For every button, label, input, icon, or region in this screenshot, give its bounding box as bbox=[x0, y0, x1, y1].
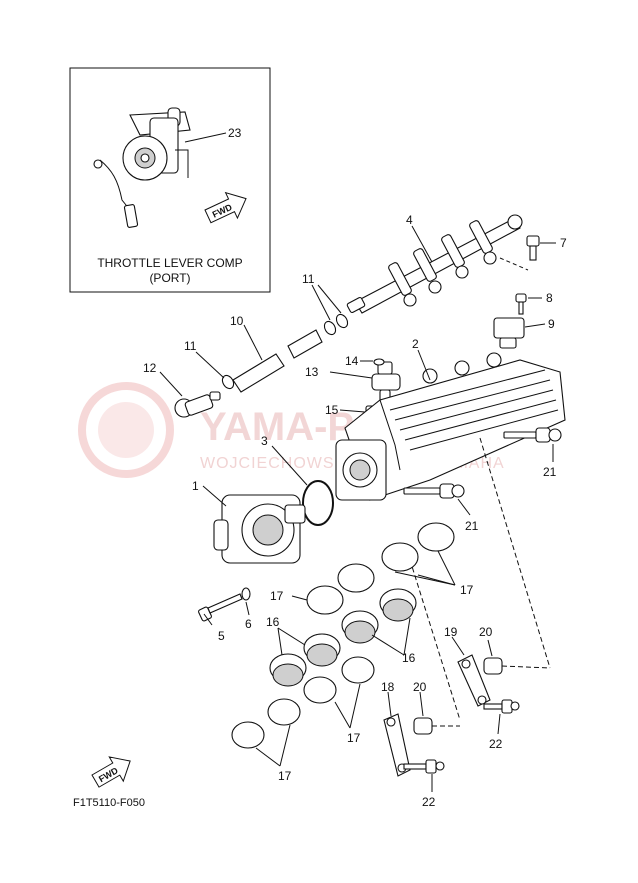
clamp-11a-part bbox=[323, 313, 349, 336]
sensor-9-part bbox=[493, 317, 525, 349]
callout-8: 8 bbox=[546, 291, 553, 305]
bolt-8-part bbox=[515, 293, 527, 315]
callout-15: 15 bbox=[325, 403, 339, 417]
callout-17a: 17 bbox=[460, 583, 474, 597]
callout-19: 19 bbox=[444, 625, 458, 639]
bolt-21b-part bbox=[403, 483, 465, 499]
callout-16a: 16 bbox=[266, 615, 280, 629]
callout-17c: 17 bbox=[347, 731, 361, 745]
callout-5: 5 bbox=[218, 629, 225, 643]
clamp-11b-part bbox=[221, 374, 235, 390]
leader-6 bbox=[245, 601, 250, 616]
drawing-code: F1T5110-F050 bbox=[73, 797, 145, 809]
inset-throttle-lever: 23 FWD THROTTLE LEVER COMP (PORT) bbox=[69, 67, 271, 293]
boots-16-group bbox=[269, 588, 417, 687]
leader-17b bbox=[291, 595, 308, 601]
callout-21a: 21 bbox=[543, 465, 557, 479]
leader-17d-b bbox=[279, 724, 291, 767]
leader-16b bbox=[371, 634, 405, 656]
gasket-3-part bbox=[302, 480, 334, 526]
oring-14-part bbox=[373, 358, 385, 366]
leader-10 bbox=[243, 324, 263, 361]
leader-16a bbox=[277, 627, 306, 646]
leader-23 bbox=[184, 132, 227, 143]
callout-11b: 11 bbox=[184, 339, 197, 353]
callout-17d: 17 bbox=[278, 769, 292, 783]
callout-14: 14 bbox=[345, 354, 359, 368]
callout-13: 13 bbox=[305, 365, 319, 379]
watermark-logo-icon bbox=[78, 382, 174, 478]
leader-16b-b bbox=[403, 617, 411, 656]
callout-16b: 16 bbox=[402, 651, 416, 665]
callout-10: 10 bbox=[230, 314, 244, 328]
bolt-21a-part bbox=[503, 427, 562, 443]
leader-17a-c bbox=[437, 550, 456, 586]
bolt-7-part bbox=[526, 235, 540, 261]
callout-6: 6 bbox=[245, 617, 252, 631]
leader-17a-b bbox=[394, 571, 456, 586]
leader-3 bbox=[271, 445, 308, 486]
callout-4: 4 bbox=[406, 213, 413, 227]
callout-9: 9 bbox=[548, 317, 555, 331]
leader-20a bbox=[487, 639, 493, 657]
fwd-arrow-icon: FWD bbox=[91, 756, 131, 788]
callout-22b: 22 bbox=[422, 795, 436, 809]
clamps-17-group bbox=[231, 522, 455, 749]
leader-20b bbox=[419, 691, 424, 717]
grommet-20b-part bbox=[413, 717, 433, 735]
callout-23: 23 bbox=[228, 126, 242, 140]
callout-1: 1 bbox=[192, 479, 199, 493]
leader-15 bbox=[339, 409, 366, 413]
callout-20b: 20 bbox=[413, 680, 427, 694]
bolt-5-part bbox=[198, 593, 243, 622]
washer-6-part bbox=[241, 587, 251, 601]
leader-11a-b bbox=[317, 284, 342, 314]
leader-1 bbox=[202, 485, 227, 507]
leader-9 bbox=[524, 323, 546, 328]
leader-17d bbox=[255, 747, 281, 767]
leader-11b bbox=[195, 351, 225, 379]
inset-caption-line2: (PORT) bbox=[149, 271, 190, 285]
callout-2: 2 bbox=[412, 337, 419, 351]
callout-11a: 11 bbox=[302, 272, 315, 286]
leader-19 bbox=[451, 636, 465, 656]
callout-7: 7 bbox=[560, 236, 567, 250]
throttle-body-part bbox=[213, 494, 306, 564]
leader-16a-b bbox=[277, 627, 283, 656]
callout-17b: 17 bbox=[270, 589, 284, 603]
hose-10-part bbox=[232, 329, 323, 393]
bracket-19-part bbox=[457, 654, 491, 707]
leader-18 bbox=[387, 691, 392, 717]
callout-20a: 20 bbox=[479, 625, 493, 639]
leader-11a bbox=[311, 284, 331, 321]
callout-18: 18 bbox=[381, 680, 395, 694]
inset-frame bbox=[69, 67, 271, 293]
callout-12: 12 bbox=[143, 361, 157, 375]
leader-2 bbox=[417, 349, 431, 381]
throttle-lever-part bbox=[93, 107, 191, 228]
bolt-22a-part bbox=[483, 699, 520, 714]
leader-17c-b bbox=[349, 683, 361, 729]
leader-4 bbox=[411, 225, 433, 263]
leader-13 bbox=[329, 371, 373, 379]
callout-21b: 21 bbox=[465, 519, 479, 533]
bolt-22b-part bbox=[403, 759, 445, 774]
sensor-12-part bbox=[174, 391, 221, 418]
fwd-arrow-inset-icon: FWD bbox=[204, 191, 247, 224]
callout-22a: 22 bbox=[489, 737, 503, 751]
intake-manifold-part bbox=[335, 352, 566, 501]
leader-12 bbox=[159, 371, 183, 397]
callout-3: 3 bbox=[261, 434, 268, 448]
inset-caption-line1: THROTTLE LEVER COMP bbox=[97, 256, 242, 270]
grommet-20a-part bbox=[483, 657, 503, 675]
watermark-logo-inner-icon bbox=[98, 402, 154, 458]
leader-17c bbox=[334, 701, 351, 729]
leader-22a bbox=[497, 713, 501, 735]
fuel-rail-part bbox=[346, 214, 523, 314]
leader-5 bbox=[203, 613, 213, 626]
leader-21b bbox=[457, 498, 471, 516]
